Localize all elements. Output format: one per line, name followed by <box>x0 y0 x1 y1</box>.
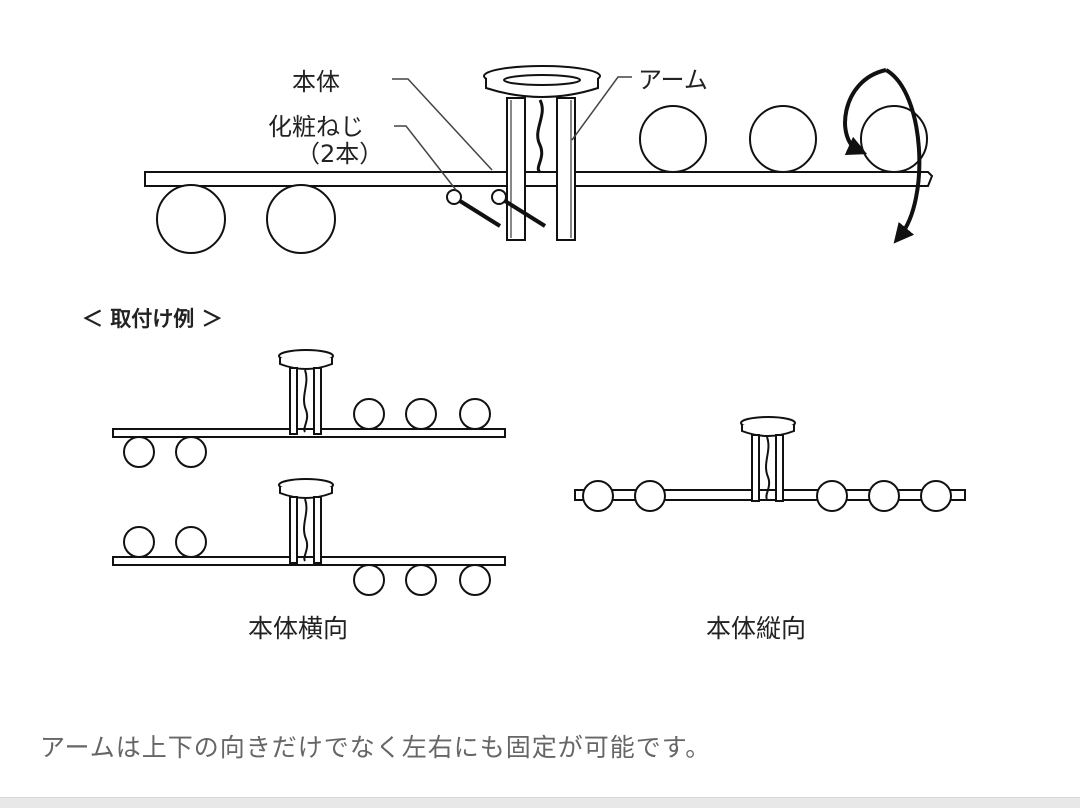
arm-bar <box>144 171 934 187</box>
stem <box>506 97 526 241</box>
globe <box>156 184 226 254</box>
example-vertical <box>574 416 966 512</box>
label-horizontal: 本体横向 <box>248 614 348 643</box>
label-screw: 化粧ねじ <box>268 113 364 141</box>
globe <box>405 564 437 596</box>
stem <box>313 367 322 435</box>
globe <box>634 480 666 512</box>
example-heading: ＜ 取付け例 ＞ <box>82 307 223 331</box>
globe <box>405 398 437 430</box>
stem <box>556 97 576 241</box>
rotation-arrow-icon <box>843 68 922 244</box>
label-arm: アーム <box>638 66 708 94</box>
globe <box>353 564 385 596</box>
description-caption: アームは上下の向きだけでなく左右にも固定が可能です。 <box>40 733 712 762</box>
example-horizontal-1 <box>112 349 506 468</box>
globe <box>353 398 385 430</box>
globe <box>123 526 155 558</box>
main-fixture <box>144 65 934 254</box>
stem <box>289 367 298 435</box>
globe <box>123 436 155 468</box>
stem <box>751 434 760 502</box>
globe <box>816 480 848 512</box>
stem <box>313 496 322 564</box>
bottom-divider <box>0 797 1080 808</box>
globe <box>920 480 952 512</box>
globe <box>582 480 614 512</box>
stem <box>775 434 784 502</box>
arm-bar <box>574 489 966 501</box>
globe <box>459 564 491 596</box>
globe <box>175 526 207 558</box>
globe <box>175 436 207 468</box>
example-horizontal-2 <box>112 478 506 596</box>
globe <box>749 105 817 173</box>
screw <box>446 189 462 205</box>
label-screw-count: （2本） <box>296 140 383 168</box>
arm-bar <box>112 556 506 566</box>
screw <box>491 189 507 205</box>
globe <box>868 480 900 512</box>
globe <box>266 184 336 254</box>
leader-lines <box>392 76 632 191</box>
globe <box>639 105 707 173</box>
stem <box>289 496 298 564</box>
globe <box>459 398 491 430</box>
label-vertical: 本体縦向 <box>706 614 806 643</box>
arm-bar <box>112 428 506 438</box>
label-body: 本体 <box>292 68 340 96</box>
